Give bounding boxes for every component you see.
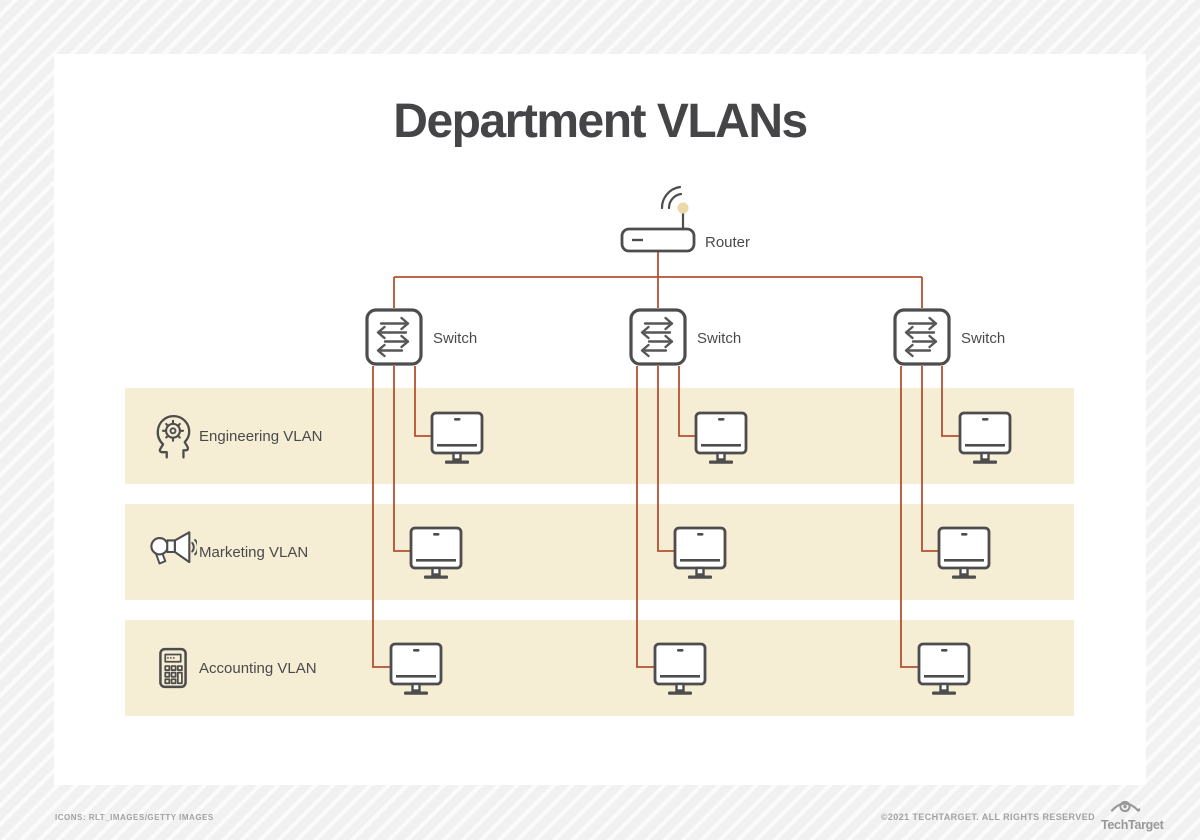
switch-1-label: Switch (433, 330, 478, 347)
desktop-computer-icon (958, 411, 1012, 464)
desktop-computer-icon (937, 526, 991, 579)
page-title: Department VLANs (393, 95, 808, 148)
desktop-computer-icon (917, 642, 971, 695)
desktop-computer-icon (694, 411, 748, 464)
switch-icon (893, 308, 951, 366)
switch-2-label: Switch (697, 330, 742, 347)
head-gear-icon (149, 413, 197, 459)
techtarget-eye-icon (1110, 800, 1140, 813)
calculator-icon (149, 646, 197, 690)
router-label: Router (705, 234, 751, 251)
desktop-computer-icon (430, 411, 484, 464)
icon-credits-text: ICONS: RLT_IMAGES/GETTY IMAGES (55, 813, 214, 822)
desktop-computer-icon (673, 526, 727, 579)
router-icon (620, 185, 696, 253)
switch-3-label: Switch (961, 330, 1006, 347)
desktop-computer-icon (409, 526, 463, 579)
engineering-vlan-band: Engineering VLAN (125, 388, 1074, 484)
marketing-vlan-label: Marketing VLAN (199, 543, 309, 561)
switch-icon (629, 308, 687, 366)
techtarget-logo: TechTarget (1101, 796, 1164, 832)
switch-icon (365, 308, 423, 366)
desktop-computer-icon (389, 642, 443, 695)
techtarget-brand-name: TechTarget (1101, 818, 1164, 832)
accounting-vlan-band: Accounting VLAN (125, 620, 1074, 716)
copyright-text: ©2021 TECHTARGET. ALL RIGHTS RESERVED (880, 812, 1095, 822)
accounting-vlan-label: Accounting VLAN (199, 659, 317, 677)
marketing-vlan-band: Marketing VLAN (125, 504, 1074, 600)
engineering-vlan-label: Engineering VLAN (199, 427, 323, 445)
desktop-computer-icon (653, 642, 707, 695)
megaphone-icon (149, 529, 197, 575)
